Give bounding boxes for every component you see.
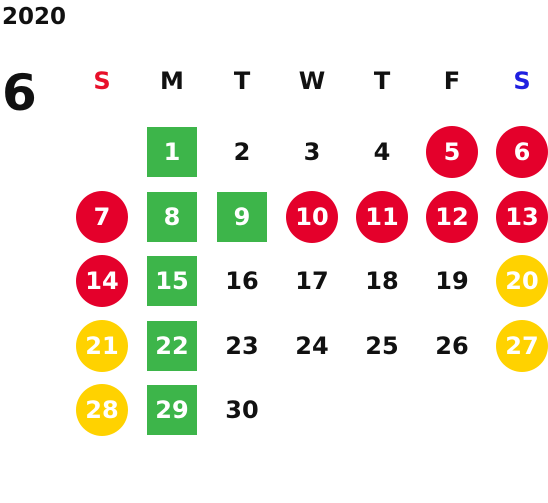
day-cell[interactable]: 9 <box>217 192 267 242</box>
day-cell[interactable]: 6 <box>496 126 548 178</box>
day-cell[interactable]: 11 <box>356 191 408 243</box>
day-cell[interactable]: 16 <box>225 267 259 295</box>
day-cell[interactable]: 3 <box>303 138 321 166</box>
day-cell[interactable]: 27 <box>496 320 548 372</box>
weekday-header: S <box>513 67 531 95</box>
weekday-header: M <box>160 67 184 95</box>
day-cell[interactable]: 17 <box>295 267 329 295</box>
day-cell[interactable]: 7 <box>76 191 128 243</box>
day-cell[interactable]: 1 <box>147 127 197 177</box>
day-cell[interactable]: 5 <box>426 126 478 178</box>
day-cell[interactable]: 24 <box>295 332 329 360</box>
day-cell[interactable]: 18 <box>365 267 399 295</box>
day-cell[interactable]: 25 <box>365 332 399 360</box>
day-cell[interactable]: 15 <box>147 256 197 306</box>
day-cell[interactable]: 20 <box>496 255 548 307</box>
day-cell[interactable]: 4 <box>373 138 391 166</box>
weekday-header: T <box>233 67 251 95</box>
day-cell[interactable]: 28 <box>76 384 128 436</box>
day-cell[interactable]: 13 <box>496 191 548 243</box>
day-cell[interactable]: 23 <box>225 332 259 360</box>
day-cell[interactable]: 14 <box>76 255 128 307</box>
day-cell[interactable]: 26 <box>435 332 469 360</box>
day-cell[interactable]: 8 <box>147 192 197 242</box>
day-cell[interactable]: 2 <box>233 138 251 166</box>
day-cell[interactable]: 22 <box>147 321 197 371</box>
day-cell[interactable]: 19 <box>435 267 469 295</box>
weekday-header: F <box>443 67 461 95</box>
day-cell[interactable]: 29 <box>147 385 197 435</box>
day-cell[interactable]: 10 <box>286 191 338 243</box>
month-label: 6 <box>2 64 37 122</box>
year-label: 2020 <box>2 4 67 30</box>
weekday-header: T <box>373 67 391 95</box>
weekday-header: W <box>298 67 326 95</box>
weekday-header: S <box>93 67 111 95</box>
day-cell[interactable]: 21 <box>76 320 128 372</box>
day-cell[interactable]: 30 <box>225 396 259 424</box>
day-cell[interactable]: 12 <box>426 191 478 243</box>
